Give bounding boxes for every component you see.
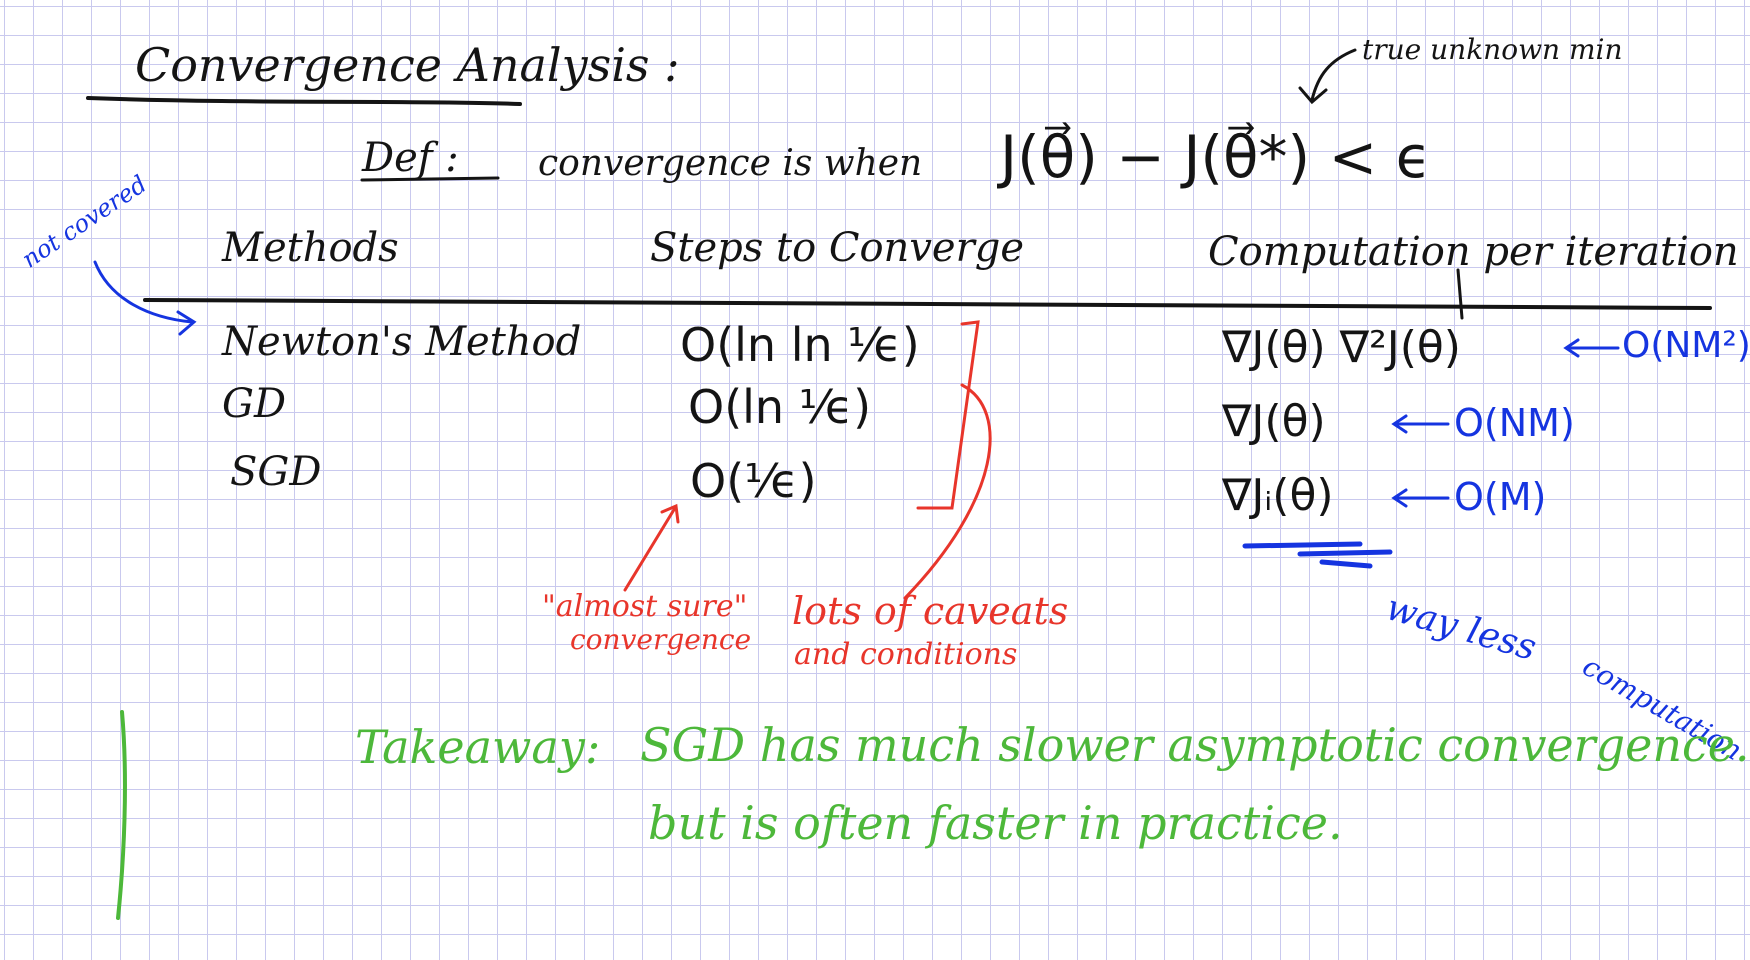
- row-steps-newton: O(ln ln ¹⁄ϵ): [680, 318, 920, 372]
- row-comp-newton: ∇J(θ) ∇²J(θ): [1222, 322, 1461, 373]
- header-methods: Methods: [222, 225, 399, 271]
- true-min-note: true unknown min: [1362, 33, 1623, 66]
- caveats-curve: [903, 383, 992, 600]
- header-steps: Steps to Converge: [650, 225, 1024, 271]
- def-underline: [360, 176, 500, 182]
- title-underline: [86, 96, 522, 106]
- row-cost-sgd: O(M): [1454, 475, 1547, 519]
- caveats-line2: and conditions: [794, 637, 1018, 672]
- less-computation-scribble: [1242, 541, 1393, 569]
- row-cost-newton: O(NM²): [1622, 325, 1750, 366]
- row-method-gd: GD: [222, 381, 287, 427]
- row-comp-gd: ∇J(θ): [1222, 396, 1326, 447]
- row-steps-sgd: O(¹⁄ϵ): [690, 454, 817, 508]
- min-arrow: [1310, 48, 1357, 102]
- almost-sure-line2: convergence: [570, 623, 752, 656]
- header-computation: Computation per iteration: [1208, 229, 1739, 275]
- not-covered-arrow: [93, 260, 194, 324]
- def-label: Def :: [362, 135, 459, 181]
- row-cost-gd: O(NM): [1454, 401, 1575, 445]
- takeaway-line2: but is often faster in practice.: [648, 796, 1343, 850]
- almost-sure-arrow: [623, 506, 677, 592]
- takeaway-bar: [116, 710, 127, 920]
- def-formula: J(θ⃗) − J(θ⃗*) < ϵ: [1000, 123, 1432, 191]
- header-rule: [143, 298, 1712, 310]
- row-method-newton: Newton's Method: [222, 319, 582, 365]
- row-steps-gd: O(ln ¹⁄ϵ): [688, 380, 872, 434]
- almost-sure-line1: "almost sure": [542, 589, 748, 624]
- takeaway-line1: SGD has much slower asymptotic convergen…: [640, 718, 1750, 772]
- page-title: Convergence Analysis :: [135, 38, 680, 92]
- takeaway-label: Takeaway:: [355, 720, 601, 774]
- caveats-line1: lots of caveats: [792, 589, 1069, 633]
- row-method-sgd: SGD: [230, 449, 322, 495]
- row-comp-sgd: ∇Jᵢ(θ): [1222, 470, 1334, 521]
- def-text: convergence is when: [538, 143, 923, 184]
- red-bracket: [916, 320, 980, 510]
